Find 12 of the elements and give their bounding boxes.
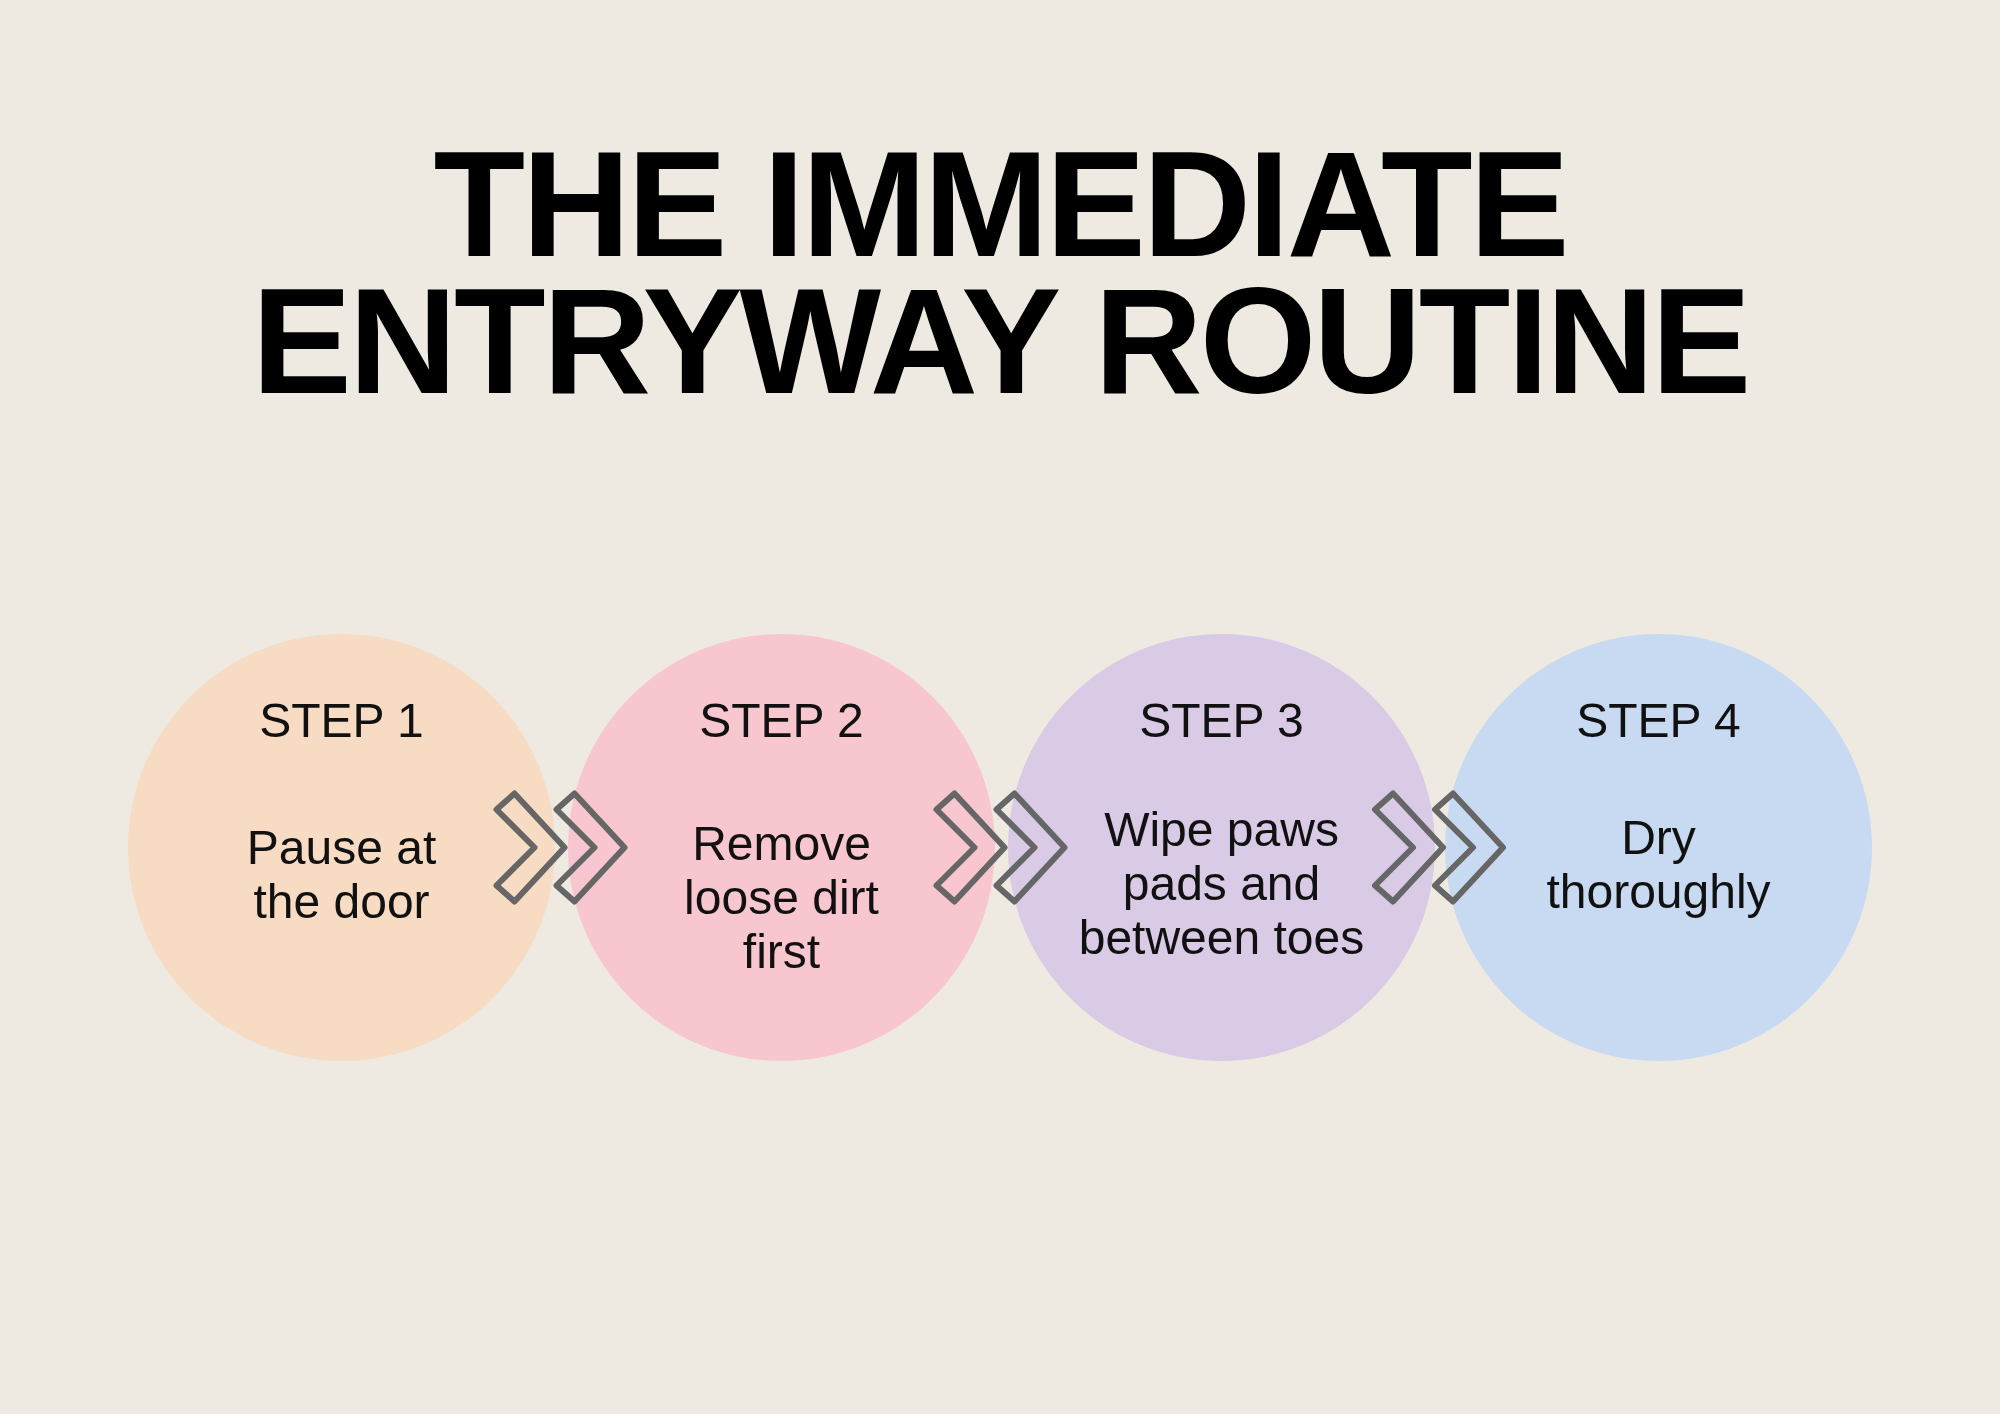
step-label: STEP 4: [1576, 694, 1741, 748]
title: THE IMMEDIATE ENTRYWAY ROUTINE: [250, 136, 1750, 410]
chevron-arrow: [933, 790, 1068, 905]
step-label: STEP 1: [259, 694, 424, 748]
chevron-arrow: [493, 790, 628, 905]
step-label: STEP 3: [1139, 694, 1304, 748]
step-description: Pause at the door: [245, 821, 438, 929]
step-description: Wipe paws pads and between toes: [1077, 803, 1366, 965]
step-description: Dry thoroughly: [1545, 811, 1772, 919]
step-label: STEP 2: [699, 694, 864, 748]
step-description: Remove loose dirt first: [683, 817, 880, 979]
chevron-arrow: [1372, 790, 1506, 905]
